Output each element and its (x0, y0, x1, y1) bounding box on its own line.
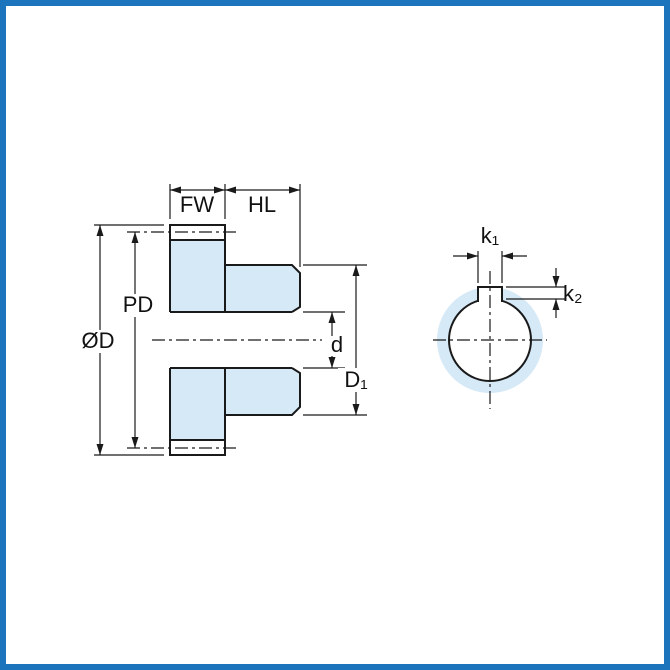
dimensions-side-view: FW HL ØD PD d D₁ (78, 184, 375, 456)
label-hub: D₁ (344, 367, 367, 392)
gear-upper-section-fill (170, 240, 300, 312)
keyway-outline (477, 286, 503, 302)
end-view (433, 271, 547, 409)
label-k1: k₁ (481, 223, 499, 248)
extension-lines-od (94, 224, 164, 456)
label-bore: d (331, 332, 343, 357)
keyway-mask (477, 286, 503, 303)
label-bg-hub (338, 368, 375, 392)
label-od: ØD (82, 328, 115, 353)
label-hl: HL (248, 192, 276, 217)
gear-lower-section-fill (170, 368, 300, 440)
label-bg-od (78, 330, 118, 353)
dimensions-end-view: k₁ k₂ (453, 223, 583, 318)
gear-outline (169, 240, 301, 440)
label-fw: FW (180, 192, 214, 217)
label-bg-bore (328, 336, 346, 356)
side-view (127, 224, 322, 456)
label-k2: k₂ (563, 281, 583, 306)
label-pd: PD (123, 292, 154, 317)
label-bg-pd (118, 294, 158, 317)
